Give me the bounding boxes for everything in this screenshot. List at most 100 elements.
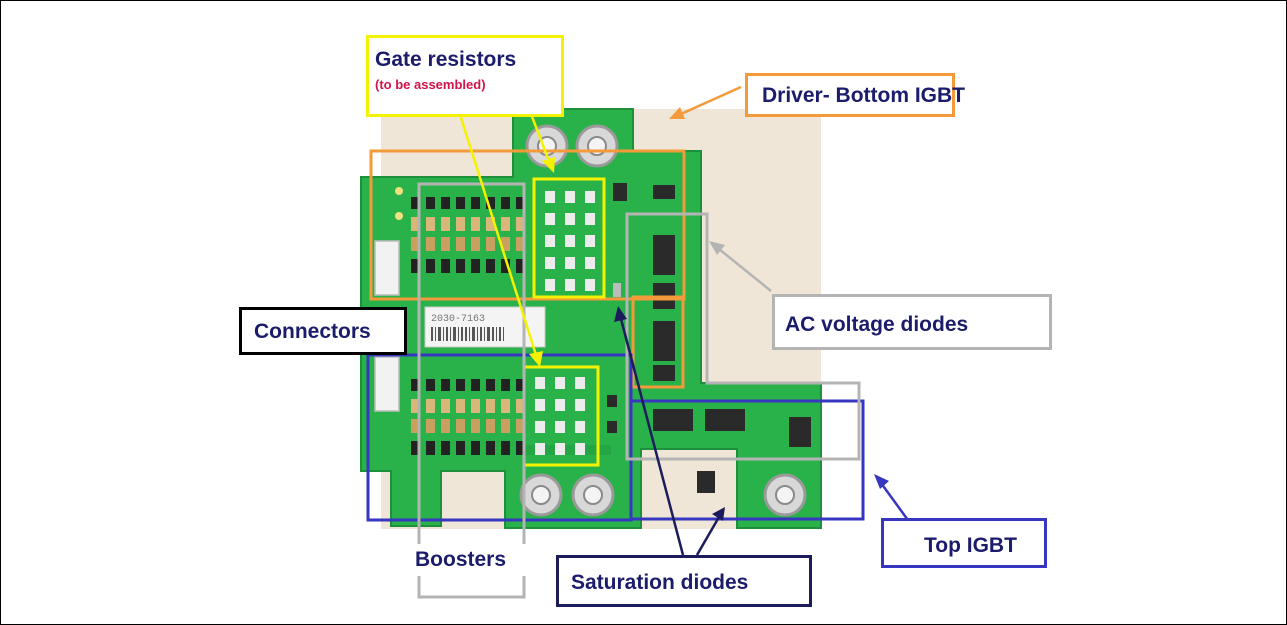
resistor-pad — [585, 279, 595, 291]
booster-resistor — [411, 419, 420, 433]
resistor-pad — [565, 235, 575, 247]
booster-transistor — [441, 197, 450, 209]
booster-transistor — [486, 379, 495, 391]
booster-resistor — [486, 399, 495, 413]
boosters-label: Boosters — [411, 544, 529, 576]
booster-transistor — [516, 259, 525, 273]
resistor-pad — [555, 443, 565, 455]
booster-transistor — [486, 259, 495, 273]
diode-small-lower — [607, 395, 617, 433]
booster-transistor — [471, 379, 480, 391]
mount-hole-1 — [395, 187, 403, 195]
gate-resistor-pads-upper — [545, 191, 595, 291]
booster-resistor — [486, 217, 495, 231]
pcb-sticker-code: 2030-7163 — [431, 314, 485, 325]
resistor-pad — [545, 235, 555, 247]
arrow-gate-resistors-lower — [455, 104, 543, 367]
resistor-pad — [585, 191, 595, 203]
driver-bottom-igbt-region — [369, 149, 686, 301]
booster-transistor — [456, 197, 465, 209]
gate-resistors-note: (to be assembled) — [375, 77, 486, 93]
booster-resistor — [441, 217, 450, 231]
booster-resistor — [411, 399, 420, 413]
booster-resistor — [471, 419, 480, 433]
connectors-label: Connectors — [239, 307, 407, 355]
booster-transistor — [516, 441, 525, 455]
diode-row-bottom — [653, 409, 811, 493]
arrow-saturation-diodes-left — [614, 306, 685, 556]
booster-resistor — [441, 237, 450, 251]
booster-resistor — [516, 419, 525, 433]
resistor-pad — [575, 377, 585, 389]
booster-resistor — [426, 419, 435, 433]
gate-resistor-region-upper — [532, 177, 606, 299]
resistor-pad — [585, 257, 595, 269]
booster-transistor — [456, 379, 465, 391]
pcb-sticker-barcode — [431, 327, 504, 341]
booster-resistor — [411, 217, 420, 231]
booster-transistor — [441, 379, 450, 391]
resistor-pad — [555, 421, 565, 433]
pcb-slot — [521, 445, 611, 455]
booster-transistor — [471, 259, 480, 273]
booster-transistor — [426, 441, 435, 455]
booster-resistor — [516, 399, 525, 413]
resistor-pad — [555, 377, 565, 389]
booster-transistor — [456, 259, 465, 273]
booster-transistor — [471, 441, 480, 455]
terminal-top-right — [575, 124, 619, 168]
booster-resistor — [471, 217, 480, 231]
ac-voltage-diodes-label: AC voltage diodes — [772, 294, 1052, 350]
terminal-bottom-mid — [571, 473, 615, 517]
booster-resistor — [426, 399, 435, 413]
resistor-pad — [575, 399, 585, 411]
booster-resistor — [501, 399, 510, 413]
edge-connector-upper — [374, 240, 400, 296]
booster-transistor — [501, 197, 510, 209]
terminal-bottom-left — [519, 473, 563, 517]
booster-transistor — [486, 441, 495, 455]
booster-transistor — [516, 197, 525, 209]
booster-resistor — [456, 237, 465, 251]
booster-resistor — [441, 399, 450, 413]
top-igbt-label: Top IGBT — [881, 518, 1047, 568]
resistor-pad — [565, 257, 575, 269]
diode-column-right — [653, 185, 675, 381]
resistor-pad — [535, 443, 545, 455]
booster-resistor — [501, 237, 510, 251]
booster-transistor — [501, 259, 510, 273]
resistor-pad — [565, 213, 575, 225]
booster-resistor — [501, 217, 510, 231]
booster-resistor — [471, 237, 480, 251]
booster-transistor — [441, 441, 450, 455]
booster-transistor — [471, 197, 480, 209]
booster-resistor — [501, 419, 510, 433]
resistor-pad — [555, 399, 565, 411]
booster-resistor — [426, 237, 435, 251]
resistor-pad — [575, 421, 585, 433]
driver-bottom-igbt-label: Driver- Bottom IGBT — [745, 73, 965, 117]
arrow-driver-bottom-igbt — [669, 85, 742, 119]
resistor-pad — [535, 421, 545, 433]
saturation-diodes-label: Saturation diodes — [556, 555, 812, 607]
booster-transistor — [501, 379, 510, 391]
terminal-bottom-right — [763, 473, 807, 517]
resistor-pad — [565, 191, 575, 203]
booster-resistor — [486, 237, 495, 251]
resistor-pad — [545, 279, 555, 291]
booster-resistor — [441, 419, 450, 433]
diode-small-upper — [613, 183, 627, 297]
booster-transistor — [411, 259, 420, 273]
resistor-pad — [535, 399, 545, 411]
resistor-pad — [585, 213, 595, 225]
mount-hole-2 — [395, 212, 403, 220]
booster-transistor — [486, 197, 495, 209]
resistor-pad — [575, 443, 585, 455]
gate-resistors-label: Gate resistors (to be assembled) — [366, 35, 564, 117]
booster-resistor — [456, 399, 465, 413]
booster-transistor — [441, 259, 450, 273]
booster-transistor — [411, 197, 420, 209]
resistor-pad — [545, 257, 555, 269]
booster-transistor — [456, 441, 465, 455]
